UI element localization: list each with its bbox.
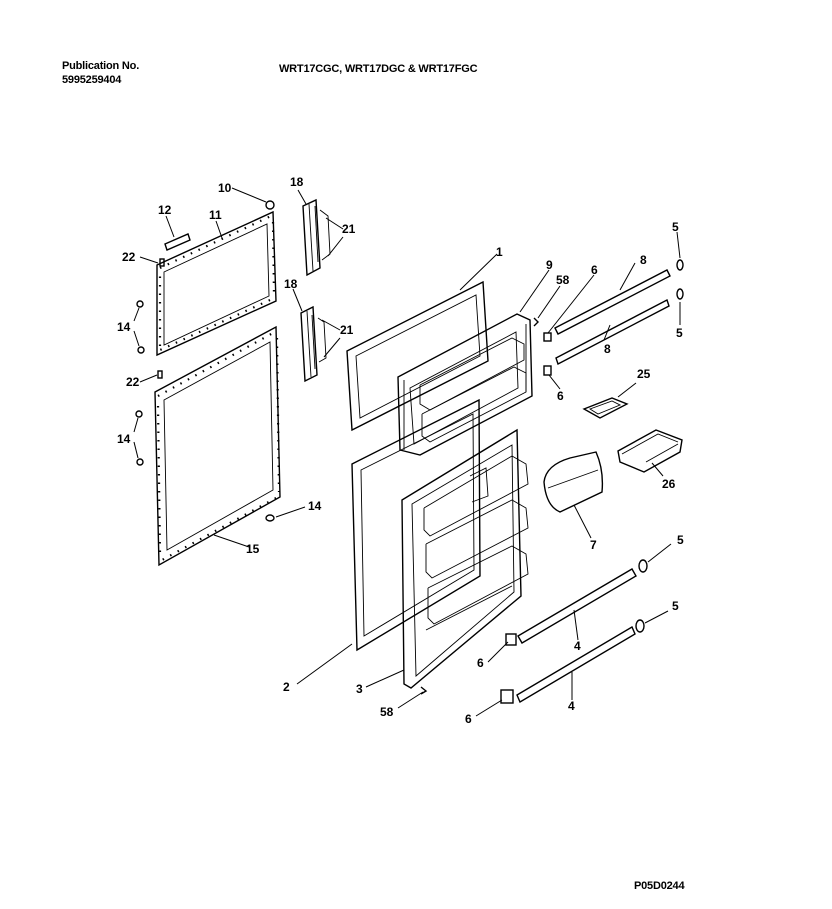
fresh-food-liner-frame	[351, 398, 481, 652]
callout-14-c: 14	[308, 499, 322, 513]
callout-6-b: 6	[557, 389, 564, 403]
shelf-rail-second	[555, 298, 670, 366]
shelf-rail-top	[554, 269, 671, 335]
door-handle-upper	[302, 198, 331, 277]
publication-number: 5995259404	[62, 74, 122, 86]
callout-58-b: 58	[380, 705, 394, 719]
door-handle-lower	[300, 305, 327, 383]
callout-18-b: 18	[284, 277, 298, 291]
callout-7: 7	[590, 538, 597, 552]
callout-9: 9	[546, 258, 553, 272]
callout-labels: 1 2 3 4 4 5 5 5 5 6 6 6 6 7 8 8 9 10 11 …	[117, 175, 684, 726]
callout-6-d: 6	[465, 712, 472, 726]
callout-5-d: 5	[672, 599, 679, 613]
callout-6-c: 6	[477, 656, 484, 670]
callout-4-lower: 4	[568, 699, 575, 713]
callout-14-b: 14	[117, 432, 131, 446]
callout-25: 25	[637, 367, 651, 381]
callout-4-upper: 4	[574, 639, 581, 653]
leader-lines	[133, 187, 681, 717]
callout-58-a: 58	[556, 273, 570, 287]
shelf-rail-bottom	[516, 625, 636, 704]
callout-5-b: 5	[676, 326, 683, 340]
callout-8-b: 8	[604, 342, 611, 356]
model-numbers: WRT17CGC, WRT17DGC & WRT17FGC	[279, 63, 478, 75]
publication-label: Publication No.	[62, 60, 140, 72]
callout-22-b: 22	[126, 375, 140, 389]
fresh-food-door-liner	[401, 428, 529, 689]
callout-21-b: 21	[340, 323, 354, 337]
dairy-door	[543, 451, 604, 513]
callout-8-a: 8	[640, 253, 647, 267]
callout-10: 10	[218, 181, 232, 195]
callout-21-a: 21	[342, 222, 356, 236]
callout-26: 26	[662, 477, 676, 491]
callout-11: 11	[209, 208, 222, 222]
freezer-liner-frame	[346, 280, 489, 432]
callout-5-a: 5	[672, 220, 679, 234]
figure-code: P05D0244	[634, 880, 685, 892]
egg-tray	[582, 397, 629, 419]
callout-5-c: 5	[677, 533, 684, 547]
callout-2: 2	[283, 680, 290, 694]
freezer-door-gasket	[156, 210, 277, 357]
bin	[617, 429, 683, 473]
shelf-rail-third	[517, 568, 637, 644]
fresh-food-door-gasket	[154, 325, 281, 567]
callout-15: 15	[246, 542, 260, 556]
callout-12: 12	[158, 203, 172, 217]
callout-1: 1	[496, 245, 503, 259]
callout-14-a: 14	[117, 320, 131, 334]
callout-18-a: 18	[290, 175, 304, 189]
small-hardware	[135, 200, 684, 704]
callout-6-a: 6	[591, 263, 598, 277]
callout-3: 3	[356, 682, 363, 696]
callout-22-a: 22	[122, 250, 136, 264]
